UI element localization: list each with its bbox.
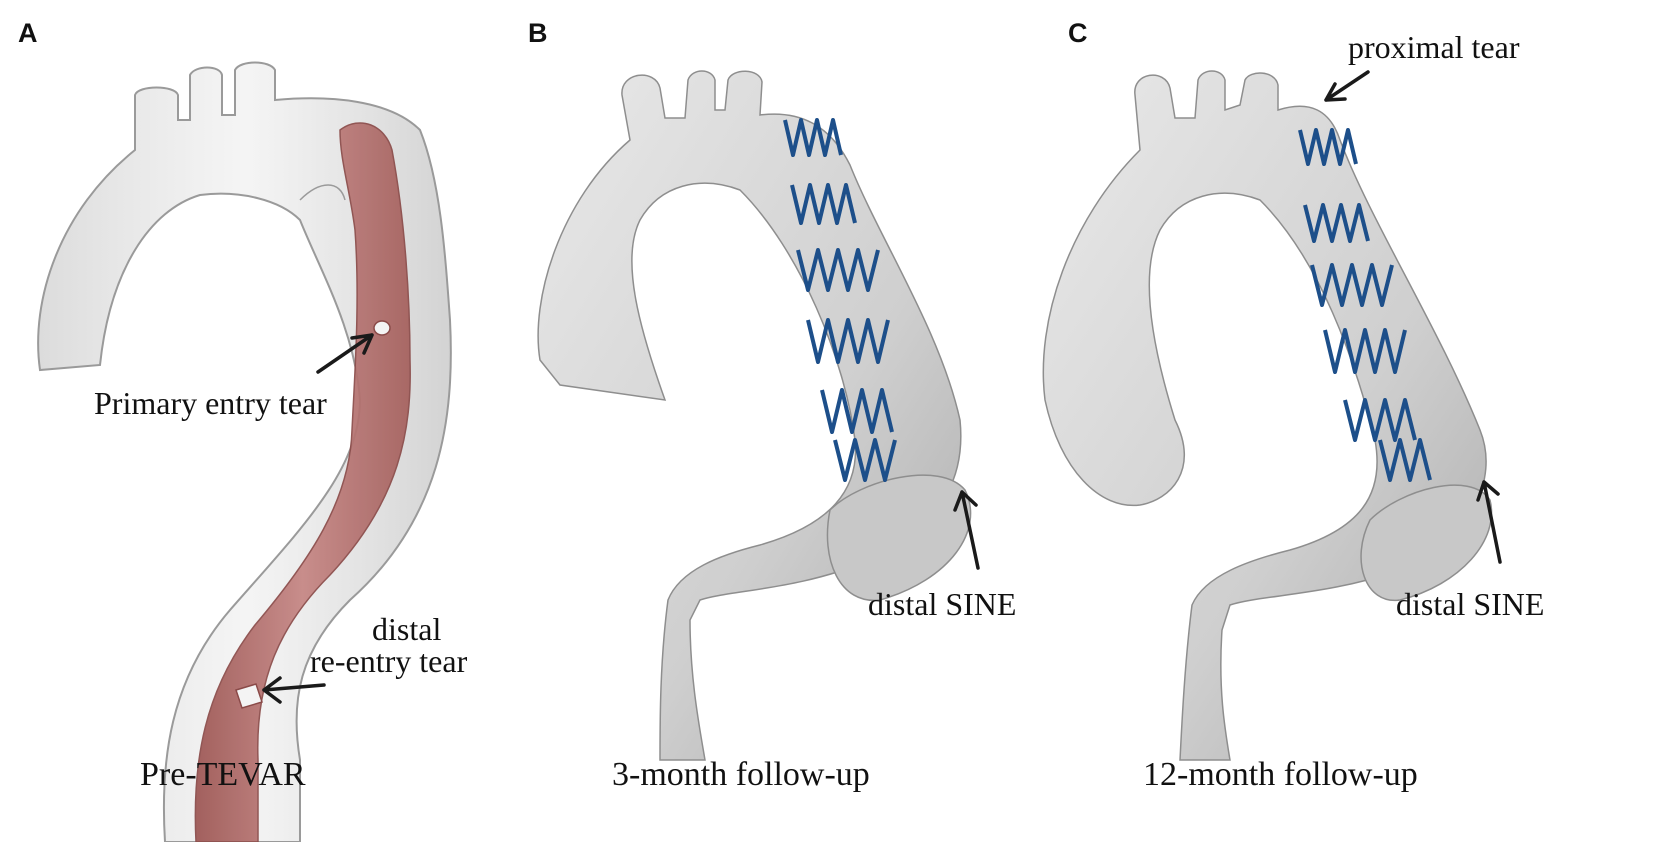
caption-3-month: 3-month follow-up <box>612 756 870 793</box>
stent-ring-6 <box>1378 438 1432 482</box>
label-proximal-tear: proximal tear <box>1348 29 1520 65</box>
false-lumen <box>194 122 411 842</box>
arrow-distal-sine-c <box>1476 480 1502 564</box>
aorta-model-transparent <box>37 61 452 842</box>
stent-ring-1 <box>783 118 843 157</box>
distal-sine-region <box>826 474 972 601</box>
stent-ring-1 <box>1298 128 1358 166</box>
stent-ring-4 <box>806 318 890 364</box>
caption-12-month: 12-month follow-up <box>1143 756 1418 793</box>
arrow-proximal-tear <box>1324 70 1370 102</box>
panel-a: A Primary entry tear distal re-entry tea… <box>18 18 468 842</box>
panel-c-letter: C <box>1068 18 1088 48</box>
label-distal-sine-c: distal SINE <box>1396 586 1544 622</box>
stent-ring-4 <box>1323 328 1407 374</box>
stent-ring-6 <box>833 438 897 482</box>
label-re-entry-tear: re-entry tear <box>310 643 468 679</box>
stent-ring-3 <box>796 248 880 292</box>
stent-ring-2 <box>1303 203 1370 243</box>
panel-a-letter: A <box>18 18 38 48</box>
panel-b-letter: B <box>528 18 548 48</box>
stent-ring-5 <box>820 388 894 434</box>
stent-ring-2 <box>790 183 857 225</box>
aorta-surface <box>537 70 962 761</box>
arrow-distal-sine-b <box>953 490 980 570</box>
arrow-primary-entry-tear <box>316 333 374 374</box>
aorta-model-stented-3m <box>537 70 972 761</box>
distal-sine-region <box>1360 484 1493 601</box>
label-distal-sine-b: distal SINE <box>868 586 1016 622</box>
stent-ring-5 <box>1343 398 1417 442</box>
stent-ring-3 <box>1310 263 1394 307</box>
re-entry-tear-hole <box>235 683 263 709</box>
arrow-re-entry-tear <box>262 676 326 704</box>
panel-c: C proximal tear distal SINE 12-month fol… <box>1042 18 1544 793</box>
caption-pre-tevar: Pre-TEVAR <box>140 756 306 793</box>
panel-b: B distal SINE 3-month follow-up <box>528 18 1016 793</box>
aorta-outline <box>37 61 452 842</box>
label-primary-entry-tear: Primary entry tear <box>94 385 327 421</box>
aorta-surface <box>1042 70 1487 761</box>
aorta-inner-edge <box>299 184 346 201</box>
aorta-model-stented-12m <box>1042 70 1493 761</box>
primary-entry-tear-hole <box>373 320 391 336</box>
label-distal: distal <box>372 611 441 647</box>
